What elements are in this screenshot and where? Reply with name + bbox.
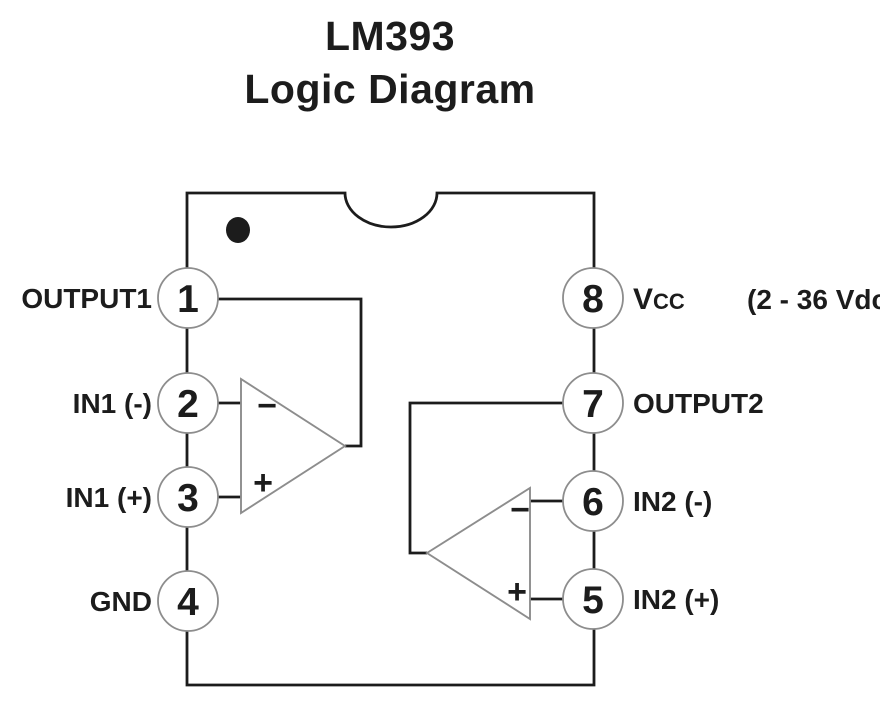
pin-1-circle [157, 267, 219, 329]
ic-package-outline [185, 191, 596, 687]
vcc-label-main: V [633, 283, 653, 316]
pin-5-number: 5 [582, 579, 604, 622]
pin-4-label: GND [90, 586, 152, 617]
comparator1-output-wire [188, 297, 363, 448]
pin-7-circle [562, 372, 624, 434]
pin-2-label: IN1 (-) [73, 388, 152, 419]
pin-1-number: 1 [177, 278, 199, 321]
comparator1-triangle [240, 377, 347, 515]
comparator1-plus-sign: + [253, 464, 273, 502]
comparator2-minus-sign: − [510, 491, 530, 529]
diagram-title: LM393 Logic Diagram [0, 10, 780, 117]
pin-3-number: 3 [177, 477, 199, 520]
pin-6-circle [562, 470, 624, 532]
pin-8-number: 8 [582, 278, 604, 321]
vcc-voltage-range-note: (2 - 36 Vdc) [747, 284, 880, 315]
pin-6-number: 6 [582, 481, 604, 524]
vcc-label-subscript: CC [653, 289, 685, 314]
comparator2-output-wire [408, 401, 593, 555]
pin-3-circle [157, 466, 219, 528]
pin-3-label: IN1 (+) [66, 482, 152, 513]
pin-5-label: IN2 (+) [633, 584, 719, 615]
pin-2-circle [157, 372, 219, 434]
title-part-number: LM393 [324, 13, 456, 59]
pin-2-number: 2 [177, 383, 199, 426]
pin-4-circle [157, 570, 219, 632]
comparator1-minus-sign: − [257, 387, 277, 425]
pin1-indicator-dot [226, 217, 250, 243]
title-diagram-type: Logic Diagram [244, 66, 536, 113]
comparator2-plus-sign: + [507, 573, 527, 611]
comparator2-triangle [425, 486, 531, 621]
pin-6-label: IN2 (-) [633, 486, 712, 517]
pin-8-label-vcc: VCC [633, 283, 685, 316]
pin-7-label: OUTPUT2 [633, 388, 764, 419]
pin-5-circle [562, 568, 624, 630]
pin-7-number: 7 [582, 383, 604, 426]
pin-1-label: OUTPUT1 [21, 283, 152, 314]
pin-8-circle [562, 267, 624, 329]
pin-4-number: 4 [177, 581, 199, 624]
